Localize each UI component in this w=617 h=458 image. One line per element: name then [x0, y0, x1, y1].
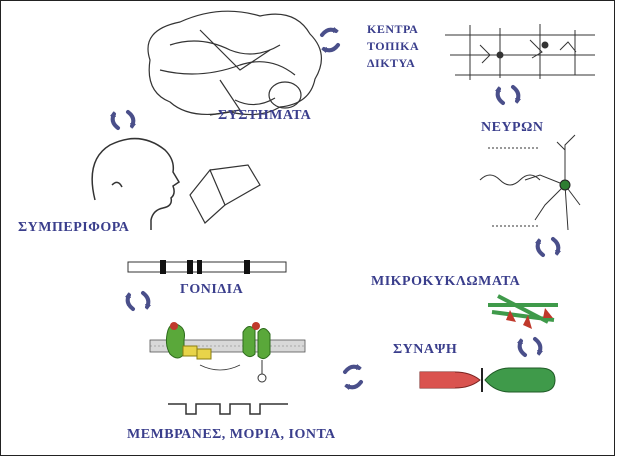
label-microcircuits: ΜΙΚΡΟΚΥΚΛΩΜΑΤΑ: [371, 274, 520, 290]
microcircuit-sketch: [488, 296, 558, 329]
arrow-centers-to-neuron: [495, 86, 521, 104]
arrow-synapse-to-membranes: [344, 364, 362, 390]
label-centers-line3: ΔΙΚΤΥΑ: [367, 56, 415, 70]
local-networks-sketch: [445, 24, 595, 80]
label-systems: ΣΥΣΤΗΜΑΤΑ: [218, 108, 311, 124]
neuron-sketch: [480, 135, 580, 230]
arrow-neuron-to-microcircuits: [535, 238, 561, 256]
arrow-systems-to-centers: [321, 27, 339, 53]
arrow-behavior-to-systems: [110, 111, 136, 129]
membrane-sketch: [150, 322, 305, 382]
square-wave: [168, 404, 288, 414]
book-sketch: [190, 165, 260, 223]
gene-bar: [128, 260, 286, 274]
label-neuron: ΝΕΥΡΩΝ: [481, 120, 543, 136]
label-synapse: ΣΥΝΑΨΗ: [393, 342, 457, 358]
head-profile-sketch: [92, 139, 179, 230]
brain-sketch: [148, 11, 321, 115]
arrow-microcircuits-to-synapse: [517, 338, 543, 356]
label-behavior: ΣΥΜΠΕΡΙΦΟΡΑ: [18, 220, 129, 236]
label-membranes: ΜΕΜΒΡΑΝΕΣ, ΜΟΡΙΑ, ΙΟΝΤΑ: [127, 427, 336, 443]
label-genes: ΓΟΝΙΔΙΑ: [180, 282, 243, 298]
synapse-sketch: [420, 368, 555, 392]
label-centers-line1: ΚΕΝΤΡΑ: [367, 22, 418, 36]
label-centers-line2: ΤΟΠΙΚΑ: [367, 39, 419, 53]
arrow-membranes-to-genes: [125, 292, 151, 310]
